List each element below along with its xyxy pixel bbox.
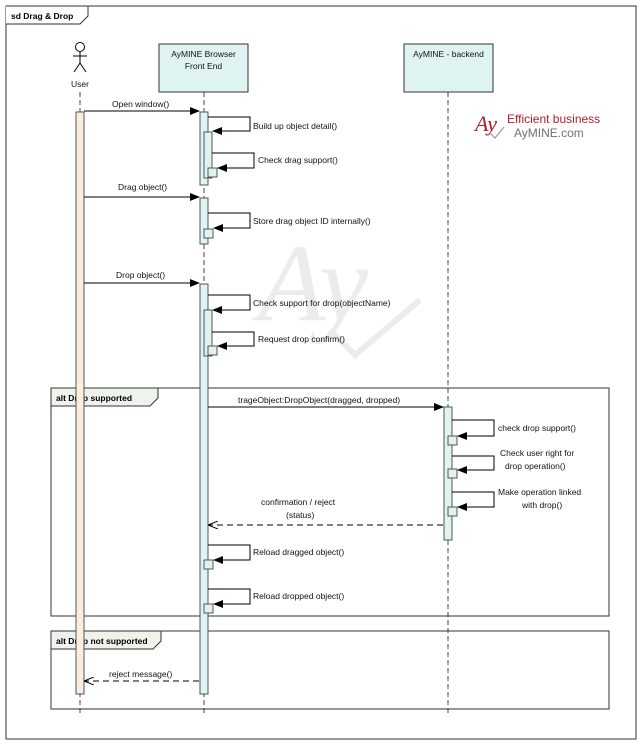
user-label: User [71, 79, 89, 89]
backend-self-end-1 [447, 435, 458, 446]
msg-build-up: Build up object detail() [253, 121, 337, 131]
msg-check-drag: Check drag support() [258, 155, 338, 165]
user-actor-icon [73, 42, 87, 73]
msg-reload-dragged: Reload dragged object() [253, 547, 344, 557]
msg-make-operation-2: with drop() [521, 500, 562, 510]
backend-self-end-3 [447, 506, 458, 517]
watermark-check [327, 297, 422, 360]
msg-make-operation-1: Make operation linked [498, 487, 581, 497]
logo-check-icon [489, 126, 505, 139]
frame-title: sd Drag & Drop [11, 11, 73, 21]
msg-confirmation-2: (status) [286, 510, 315, 520]
user-activation [75, 111, 85, 695]
msg-reload-dragged-arrow [208, 544, 251, 564]
alt-not-supported-label: alt Drop not supported [56, 636, 148, 646]
frontend-activation-3-nested [203, 309, 213, 357]
msg-request-drop: Request drop confirm() [258, 334, 345, 344]
alt-supported-label: alt Drop supported [56, 393, 132, 403]
frontend-lifeline-box [158, 43, 249, 93]
self-call-end-2 [203, 228, 214, 239]
backend-lifeline-box [403, 43, 494, 93]
msg-reload-dropped: Reload dropped object() [253, 591, 344, 601]
msg-reject-message: reject message() [109, 669, 172, 679]
msg-make-operation-arrow [452, 491, 495, 511]
msg-store-drag: Store drag object ID internally() [253, 216, 371, 226]
backend-self-end-2 [447, 468, 458, 479]
frontend-label-line2: Front End [185, 61, 223, 71]
msg-check-user-right-2: drop operation() [505, 461, 566, 471]
frontend-activation-1-nested [203, 131, 213, 179]
logo-tagline: Efficient business [507, 112, 600, 126]
frontend-activation-3 [199, 283, 209, 695]
alt-fragment-not-supported [50, 630, 610, 710]
msg-check-support-drop: Check support for drop(objectName) [253, 298, 391, 308]
msg-open-window: Open window() [112, 99, 169, 109]
watermark-logo: Ay [251, 222, 368, 344]
frame-title-tab [6, 5, 89, 25]
msg-trage-object: trageObject:DropObject(dragged, dropped) [238, 395, 400, 405]
msg-check-drop-support: check drop support() [498, 423, 576, 433]
self-call-end-4 [203, 559, 214, 570]
frontend-activation-2 [199, 197, 209, 245]
alt-fragment-supported [50, 387, 610, 617]
frontend-label-line1: AyMINE Browser [171, 49, 236, 59]
msg-confirmation-1: confirmation / reject [261, 497, 336, 507]
backend-label: AyMINE - backend [413, 49, 484, 59]
msg-reload-dropped-arrow [208, 588, 251, 608]
msg-check-user-right-arrow [452, 455, 495, 474]
msg-drop-object: Drop object() [116, 270, 165, 280]
logo-mark: Ay [473, 111, 497, 136]
msg-store-drag-arrow [208, 212, 251, 232]
self-call-end-3 [207, 345, 218, 356]
diagram-frame [5, 5, 637, 740]
msg-drag-object: Drag object() [118, 182, 167, 192]
self-call-end-1 [207, 167, 218, 178]
msg-check-support-drop-arrow [208, 294, 251, 314]
logo-site: AyMINE.com [514, 126, 584, 140]
self-call-end-5 [203, 603, 214, 614]
msg-check-drop-support-arrow [452, 419, 495, 440]
msg-check-user-right-1: Check user right for [500, 448, 574, 458]
msg-check-drag-arrow [212, 152, 255, 172]
msg-request-drop-arrow [212, 331, 255, 350]
msg-build-up-arrow [208, 116, 251, 135]
